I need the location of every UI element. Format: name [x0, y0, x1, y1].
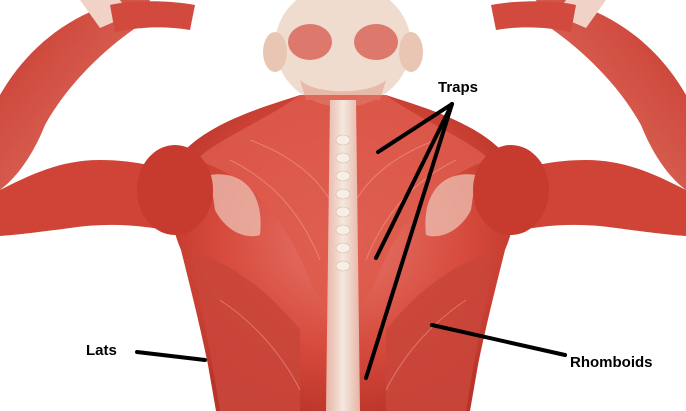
left-deltoid	[137, 145, 213, 235]
traps-label: Traps	[438, 79, 479, 96]
right-deltoid	[473, 145, 549, 235]
spine	[326, 100, 360, 411]
lats-label: Lats	[86, 342, 117, 359]
head	[263, 0, 423, 107]
lats-pointer-line	[135, 350, 207, 362]
rhomboids-label: Rhomboids	[570, 354, 653, 371]
rhomboids-pointer-line	[430, 323, 567, 357]
vertebrae	[335, 134, 351, 272]
left-scapula	[210, 174, 261, 237]
traps-pointer-line-1	[376, 102, 454, 154]
right-latissimus	[386, 250, 496, 411]
traps-pointer-line-3	[364, 102, 454, 380]
left-latissimus	[190, 250, 300, 411]
annotation-lines	[135, 102, 567, 380]
right-scapula	[425, 174, 476, 237]
traps-pointer-line-2	[374, 102, 454, 260]
